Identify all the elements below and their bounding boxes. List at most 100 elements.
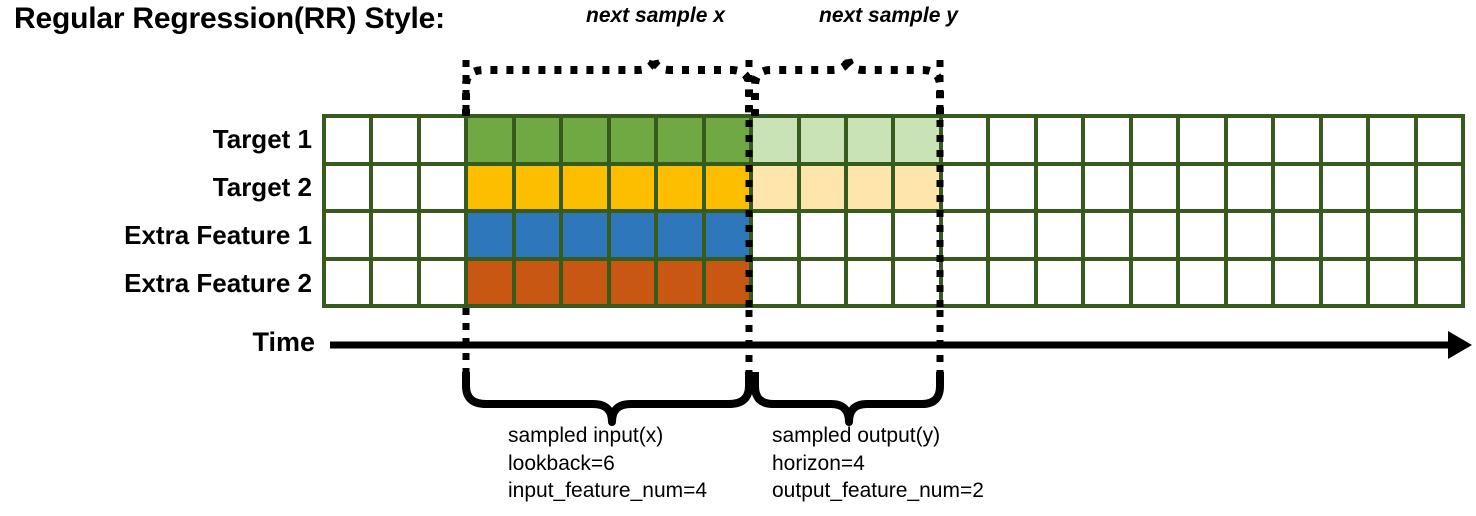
grid-cell-extra-feature-1-18 bbox=[1180, 213, 1224, 257]
sampled-output-caption: sampled output(y) horizon=4 output_featu… bbox=[772, 422, 984, 505]
grid-cell-extra-feature-2-19 bbox=[1227, 260, 1272, 304]
grid-cell-target-1-20 bbox=[1275, 118, 1319, 162]
grid-cell-extra-feature-2-7 bbox=[658, 260, 702, 304]
grid-cell-extra-feature-1-15 bbox=[1037, 213, 1082, 257]
grid-cell-extra-feature-2-9 bbox=[753, 260, 797, 304]
grid-cell-extra-feature-1-6 bbox=[610, 213, 655, 257]
grid-cell-target-1-14 bbox=[990, 118, 1034, 162]
row-label-extra-feature-1: Extra Feature 1 bbox=[124, 220, 312, 250]
grid-cell-target-2-5 bbox=[563, 165, 607, 209]
grid-cell-extra-feature-1-11 bbox=[848, 213, 892, 257]
grid-cell-target-1-6 bbox=[610, 118, 655, 162]
grid-cell-extra-feature-2-21 bbox=[1322, 260, 1367, 304]
grid-cell-target-1-9 bbox=[753, 118, 797, 162]
grid-cell-target-1-15 bbox=[1037, 118, 1082, 162]
grid-cell-target-2-20 bbox=[1275, 165, 1319, 209]
grid-cell-extra-feature-2-14 bbox=[990, 260, 1034, 304]
grid-cell-extra-feature-1-22 bbox=[1370, 213, 1414, 257]
grid-cell-target-1-4 bbox=[515, 118, 560, 162]
grid-cell-extra-feature-1-5 bbox=[563, 213, 607, 257]
grid-cell-target-2-3 bbox=[468, 165, 512, 209]
row-label-target-1: Target 1 bbox=[212, 124, 312, 154]
grid-cell-target-1-1 bbox=[373, 118, 417, 162]
grid-cell-target-1-18 bbox=[1180, 118, 1224, 162]
grid-cell-target-1-3 bbox=[468, 118, 512, 162]
sampled-output-line-2: horizon=4 bbox=[772, 451, 865, 475]
row-label-target-2: Target 2 bbox=[212, 172, 312, 202]
grid-cell-target-1-0 bbox=[326, 118, 370, 162]
grid-cell-extra-feature-1-19 bbox=[1227, 213, 1272, 257]
grid-cell-extra-feature-1-16 bbox=[1085, 213, 1129, 257]
grid-cell-extra-feature-1-21 bbox=[1322, 213, 1367, 257]
grid-cell-target-2-21 bbox=[1322, 165, 1367, 209]
grid-cell-extra-feature-2-4 bbox=[515, 260, 560, 304]
sampled-input-line-2: lookback=6 bbox=[508, 451, 615, 475]
grid-cell-target-2-15 bbox=[1037, 165, 1082, 209]
brace-sampled-input bbox=[462, 372, 753, 426]
grid-cell-extra-feature-2-1 bbox=[373, 260, 417, 304]
grid-cell-target-2-18 bbox=[1180, 165, 1224, 209]
grid-cell-extra-feature-2-23 bbox=[1417, 260, 1461, 304]
grid-cell-extra-feature-2-20 bbox=[1275, 260, 1319, 304]
grid-cell-extra-feature-1-7 bbox=[658, 213, 702, 257]
grid-cell-extra-feature-1-23 bbox=[1417, 213, 1461, 257]
grid-cell-target-2-22 bbox=[1370, 165, 1414, 209]
page-title: Regular Regression(RR) Style: bbox=[14, 2, 445, 35]
row-label-extra-feature-2: Extra Feature 2 bbox=[124, 268, 312, 298]
grid-cell-target-1-7 bbox=[658, 118, 702, 162]
grid-cell-target-2-13 bbox=[942, 165, 987, 209]
grid-cell-extra-feature-2-12 bbox=[895, 260, 939, 304]
grid-cell-extra-feature-1-9 bbox=[753, 213, 797, 257]
time-axis-arrow bbox=[330, 331, 1472, 359]
grid-cell-target-1-11 bbox=[848, 118, 892, 162]
grid-cell-target-2-8 bbox=[705, 165, 750, 209]
grid-cell-extra-feature-2-17 bbox=[1132, 260, 1177, 304]
grid-cell-target-1-16 bbox=[1085, 118, 1129, 162]
sampled-input-caption: sampled input(x) lookback=6 input_featur… bbox=[508, 422, 707, 505]
grid-cell-extra-feature-1-4 bbox=[515, 213, 560, 257]
timeseries-grid bbox=[322, 114, 1465, 308]
brace-next-sample-y bbox=[751, 55, 944, 116]
grid-cell-extra-feature-2-22 bbox=[1370, 260, 1414, 304]
grid-cell-target-2-11 bbox=[848, 165, 892, 209]
next-sample-x-caption: next sample x bbox=[586, 4, 725, 27]
grid-cell-extra-feature-2-0 bbox=[326, 260, 370, 304]
row-label-column: Target 1 Target 2 Extra Feature 1 Extra … bbox=[0, 0, 312, 516]
grid-cell-target-2-4 bbox=[515, 165, 560, 209]
grid-cell-target-2-17 bbox=[1132, 165, 1177, 209]
grid-cell-extra-feature-2-15 bbox=[1037, 260, 1082, 304]
grid-cell-extra-feature-2-3 bbox=[468, 260, 512, 304]
grid-cell-target-2-19 bbox=[1227, 165, 1272, 209]
next-sample-y-caption: next sample y bbox=[819, 4, 958, 27]
grid-cell-target-2-14 bbox=[990, 165, 1034, 209]
grid-cell-target-1-22 bbox=[1370, 118, 1414, 162]
grid-cell-extra-feature-2-11 bbox=[848, 260, 892, 304]
grid-cell-target-1-12 bbox=[895, 118, 939, 162]
grid-cell-extra-feature-1-3 bbox=[468, 213, 512, 257]
grid-cell-extra-feature-1-13 bbox=[942, 213, 987, 257]
time-axis-label: Time bbox=[252, 327, 315, 357]
grid-cell-target-2-0 bbox=[326, 165, 370, 209]
grid-cell-target-1-21 bbox=[1322, 118, 1367, 162]
grid-cell-target-2-1 bbox=[373, 165, 417, 209]
grid-cell-target-2-2 bbox=[420, 165, 465, 209]
grid-cell-extra-feature-1-2 bbox=[420, 213, 465, 257]
sampled-output-line-1: sampled output(y) bbox=[772, 424, 941, 447]
grid-cell-target-1-23 bbox=[1417, 118, 1461, 162]
grid-cell-target-2-9 bbox=[753, 165, 797, 209]
brace-sampled-output bbox=[751, 372, 944, 426]
grid-cell-target-1-8 bbox=[705, 118, 750, 162]
grid-cell-target-1-2 bbox=[420, 118, 465, 162]
brace-next-sample-x bbox=[462, 55, 753, 116]
sampled-input-line-3: input_feature_num=4 bbox=[508, 479, 708, 503]
grid-cell-target-2-6 bbox=[610, 165, 655, 209]
grid-cell-target-2-7 bbox=[658, 165, 702, 209]
grid-cell-extra-feature-1-8 bbox=[705, 213, 750, 257]
grid-cell-target-1-13 bbox=[942, 118, 987, 162]
grid-cell-target-2-12 bbox=[895, 165, 939, 209]
grid-cell-target-2-16 bbox=[1085, 165, 1129, 209]
grid-cell-extra-feature-2-13 bbox=[942, 260, 987, 304]
grid-cell-extra-feature-1-17 bbox=[1132, 213, 1177, 257]
sampled-input-line-1: sampled input(x) bbox=[508, 424, 664, 447]
grid-cell-extra-feature-1-1 bbox=[373, 213, 417, 257]
